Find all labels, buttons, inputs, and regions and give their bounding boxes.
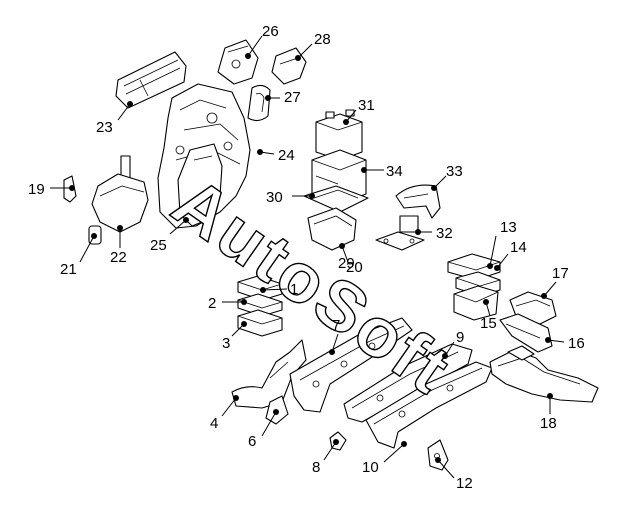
callout-22: 22 (110, 249, 127, 266)
callout-32: 32 (436, 225, 453, 242)
part-27-bracket (247, 84, 271, 122)
callout-15: 15 (480, 315, 497, 332)
callout-10: 10 (362, 459, 379, 476)
callout-24: 24 (278, 147, 295, 164)
callout-labels: 1 2 3 4 6 7 8 9 10 12 13 14 15 16 17 18 … (28, 23, 585, 492)
callout-4: 4 (210, 415, 218, 432)
callout-25: 25 (150, 237, 167, 254)
callout-13: 13 (500, 219, 517, 236)
part-16-bracket (499, 313, 553, 353)
callout-16: 16 (568, 335, 585, 352)
part-33-bracket (395, 184, 441, 219)
part-22-reservoir (91, 155, 149, 233)
part-30-battery-plate (303, 185, 369, 213)
callout-9: 9 (456, 329, 464, 346)
part-9-side-member (343, 343, 473, 423)
callout-31: 31 (358, 97, 375, 114)
leader-lines (50, 35, 565, 479)
callout-3: 3 (222, 335, 230, 352)
part-10-side-member (365, 361, 493, 449)
part-7-side-member (289, 317, 413, 413)
callout-21: 21 (60, 261, 77, 278)
callout-30: 30 (266, 189, 283, 206)
part-12-bracket (427, 439, 449, 471)
part-23-panel (115, 51, 187, 109)
callout-33: 33 (446, 163, 463, 180)
part-26-bracket (217, 39, 259, 85)
part-13-bracket (447, 253, 501, 281)
part-25-inner-panel (177, 143, 223, 227)
part-3-pad (237, 309, 283, 337)
callout-20: 20 (346, 259, 363, 276)
part-1-pad (237, 275, 283, 301)
callout-2: 2 (208, 295, 216, 312)
callout-14: 14 (510, 239, 527, 256)
callout-19: 19 (28, 181, 45, 198)
callout-6: 6 (248, 433, 256, 450)
callout-12: 12 (456, 475, 473, 492)
callout-26: 26 (262, 23, 279, 40)
part-28-bracket (271, 47, 307, 85)
callout-7: 7 (332, 317, 340, 334)
part-18-rear-member (489, 345, 599, 403)
callout-29: 29 (338, 255, 355, 272)
callout-23: 23 (96, 119, 113, 136)
part-15-bracket (453, 285, 499, 321)
callout-18: 18 (540, 415, 557, 432)
callout-27: 27 (284, 89, 301, 106)
callout-28: 28 (314, 31, 331, 48)
callout-34: 34 (386, 163, 403, 180)
part-4-bracket (231, 339, 307, 409)
callout-8: 8 (312, 459, 320, 476)
part-32-module (375, 215, 425, 251)
part-29-battery-support (307, 207, 357, 251)
callout-1: 1 (290, 281, 298, 298)
callout-17: 17 (552, 265, 569, 282)
